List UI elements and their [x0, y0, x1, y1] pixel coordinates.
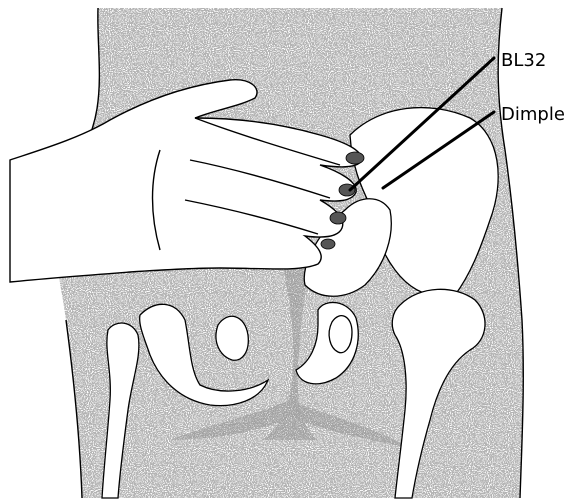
fingertip-ring: [330, 212, 346, 224]
fingertip-little: [321, 239, 335, 249]
dimple-label: Dimple: [501, 104, 565, 125]
right-foramen: [329, 316, 352, 353]
fingertip-index: [346, 152, 364, 164]
bl32-label: BL32: [501, 50, 546, 71]
